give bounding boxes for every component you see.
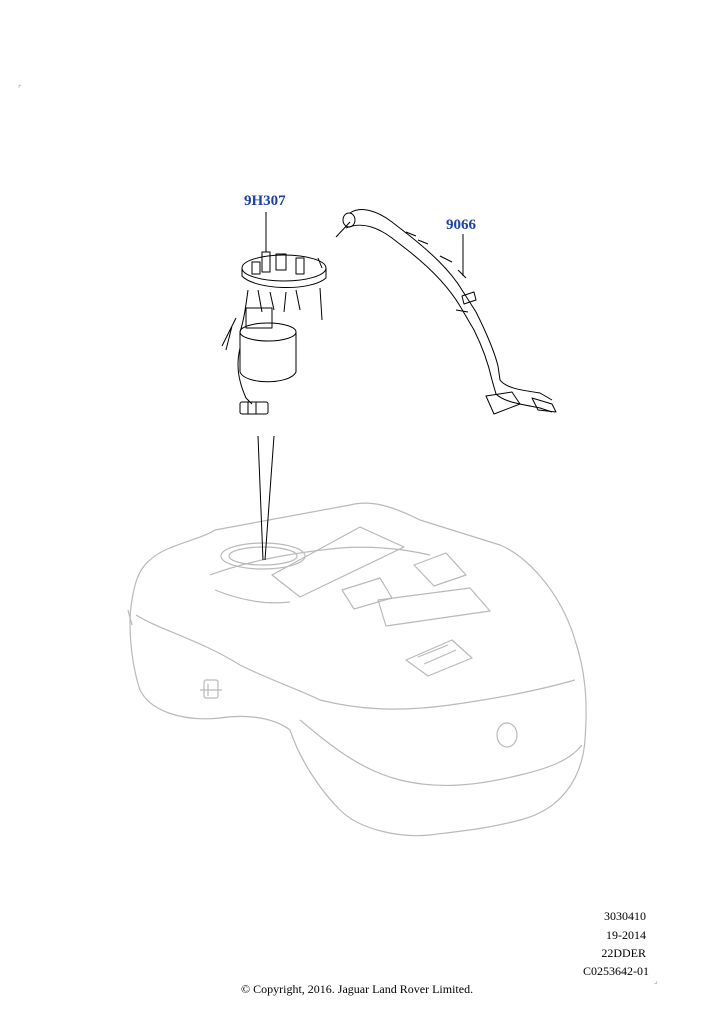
meta-line-1: 3030410 [604, 909, 646, 923]
callout-9h307[interactable]: 9H307 [244, 193, 286, 209]
callout-9066[interactable]: 9066 [446, 217, 476, 233]
corner-mark-bottom-right: ⌟ [654, 976, 658, 985]
corner-mark-top-left: ⌜ [18, 84, 22, 93]
meta-line-4: C0253642-01 [583, 964, 649, 978]
leader-lines [257, 212, 464, 561]
fuel-tank [127, 502, 587, 837]
meta-line-2: 19-2014 [606, 928, 646, 942]
copyright-notice: © Copyright, 2016. Jaguar Land Rover Lim… [241, 982, 474, 996]
meta-line-3: 22DDER [601, 946, 646, 960]
fuel-sender-unit [342, 209, 557, 415]
fuel-pump-module [221, 240, 327, 415]
